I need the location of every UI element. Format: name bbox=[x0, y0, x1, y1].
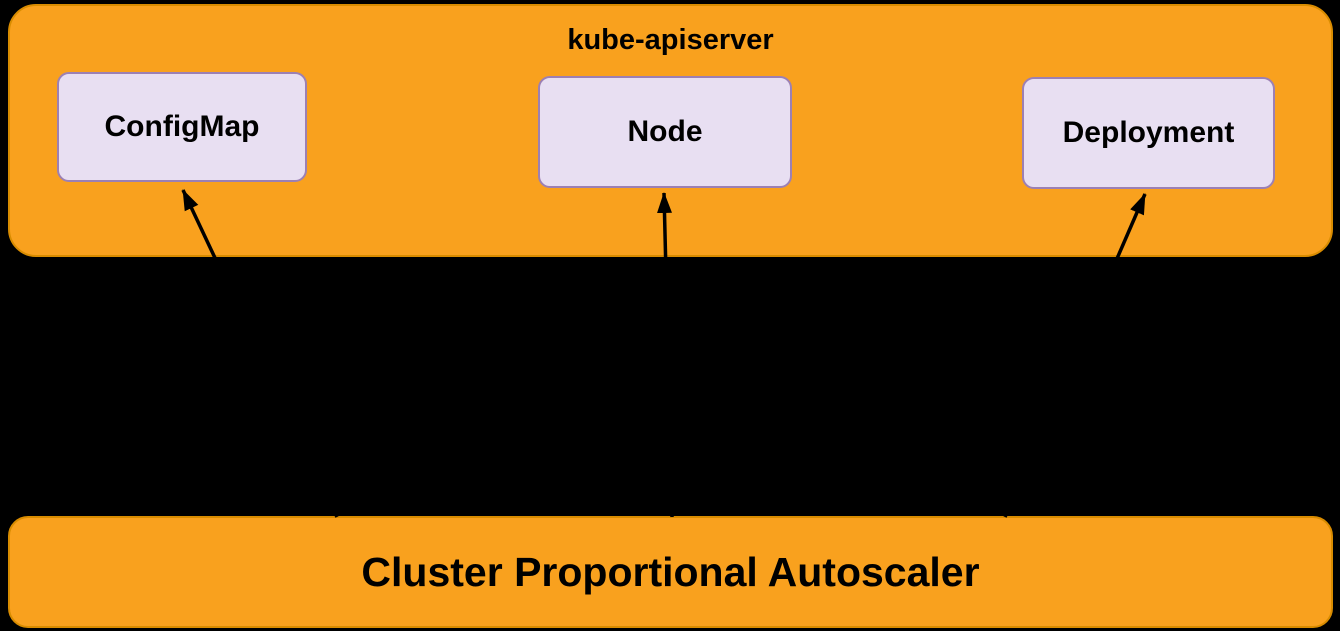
node-node-label: Node bbox=[627, 115, 703, 148]
autoscaler-box: Cluster Proportional Autoscaler bbox=[8, 516, 1333, 628]
node-node: Node bbox=[538, 76, 792, 188]
node-deployment-label: Deployment bbox=[1062, 116, 1235, 149]
kube-apiserver-group-title: kube-apiserver bbox=[567, 24, 774, 56]
node-deployment: Deployment bbox=[1022, 77, 1275, 189]
node-configmap-label: ConfigMap bbox=[104, 110, 260, 143]
node-configmap: ConfigMap bbox=[57, 72, 307, 182]
autoscaler-label: Cluster Proportional Autoscaler bbox=[361, 548, 980, 595]
